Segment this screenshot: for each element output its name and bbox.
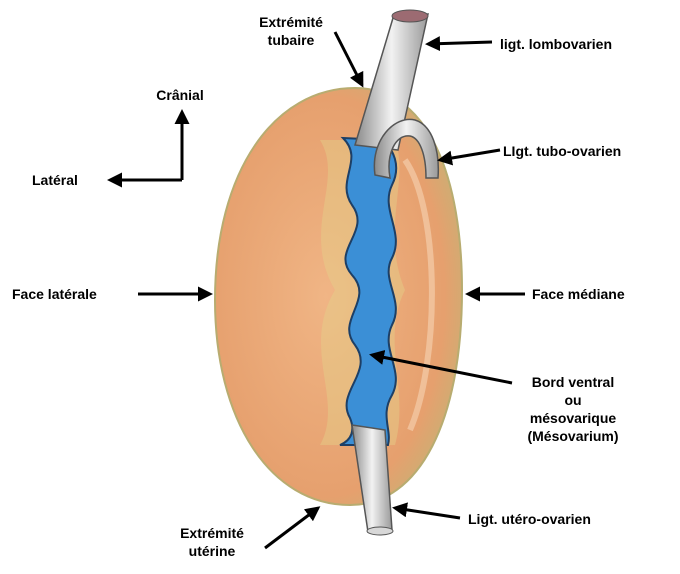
label-extremite-tubaire-1: Extrémité [259,14,323,30]
label-bord-ventral-4: (Mésovarium) [527,428,618,444]
label-lateral: Latéral [32,172,78,188]
pointer-extremite-tubaire [333,31,364,88]
ligament-tubo-ovarien [373,118,440,179]
label-extremite-uterine-1: Extrémité [180,525,244,541]
pointer-extremite-uterine [264,506,321,550]
label-extremite-uterine-2: utérine [189,543,236,559]
pointer-ligt-lombovarien [425,36,493,52]
label-face-mediane: Face médiane [532,286,625,302]
label-ligt-utero-ovarien: Ligt. utéro-ovarien [468,511,591,527]
mesovarium [339,136,398,446]
label-ligt-lombovarien: ligt. lombovarien [500,36,612,52]
ovary-body [213,86,464,507]
label-bord-ventral-3: mésovarique [530,410,617,426]
ligament-lombovarien-cut [391,9,429,23]
pointer-bord-ventral [369,349,513,385]
label-cranial: Crânial [156,87,203,103]
ligament-utero-ovarien-cut [366,526,394,536]
pointer-ligt-utero-ovarien [392,502,461,520]
pointer-ligt-tubo-ovarien [437,148,501,166]
label-face-laterale: Face latérale [12,286,97,302]
label-bord-ventral-2: ou [564,392,581,408]
ovary-highlight [402,158,435,432]
label-ligt-tubo-ovarien: LIgt. tubo-ovarien [503,143,621,159]
label-bord-ventral-1: Bord ventral [532,374,614,390]
label-extremite-tubaire-2: tubaire [268,32,315,48]
